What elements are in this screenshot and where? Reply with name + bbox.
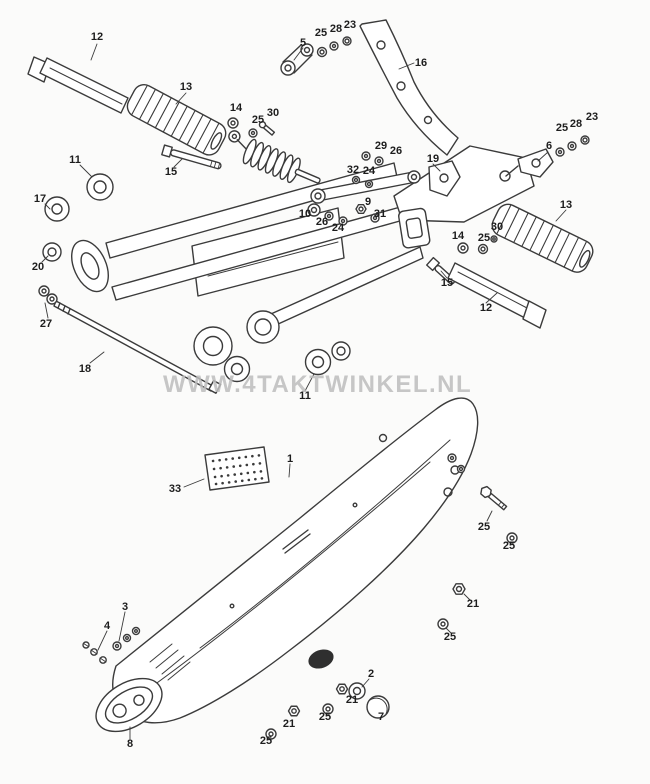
bracket-6 <box>505 148 554 178</box>
part-label-30-28: 30 <box>490 221 504 233</box>
grommet-2 <box>348 682 366 700</box>
washer-cluster-lower <box>307 203 380 226</box>
fasteners-3-4 <box>82 626 141 664</box>
pivot-rod <box>53 300 222 394</box>
part-label-26-23: 26 <box>315 216 329 228</box>
part-label-25-29: 25 <box>477 232 491 244</box>
washers-32-24 <box>351 175 374 189</box>
part-label-21-43: 21 <box>466 598 480 610</box>
part-label-25-8: 25 <box>251 114 265 126</box>
washers-right-trio <box>555 135 590 157</box>
linkage-arm <box>310 170 421 204</box>
link-lever-5 <box>280 43 314 76</box>
part-label-15-32: 15 <box>440 277 454 289</box>
footpeg-rubber-right <box>491 203 594 273</box>
part-label-33-38: 33 <box>168 483 182 495</box>
part-label-25-18: 25 <box>555 122 569 134</box>
shock-spring <box>228 130 321 184</box>
chain-guard <box>112 397 479 724</box>
part-label-25-2: 25 <box>314 27 328 39</box>
chain-adjuster <box>398 207 431 249</box>
part-label-20-31: 20 <box>31 261 45 273</box>
part-label-19-16: 19 <box>426 153 440 165</box>
part-label-28-19: 28 <box>569 118 583 130</box>
guard-end-cap-8 <box>95 677 163 733</box>
part-label-31-26: 31 <box>373 208 387 220</box>
part-label-7-50: 7 <box>377 711 385 723</box>
part-label-17-21: 17 <box>33 193 47 205</box>
part-label-9-25: 9 <box>364 196 372 208</box>
part-label-25-47: 25 <box>318 711 332 723</box>
part-label-24-15: 24 <box>362 165 376 177</box>
part-label-14-7: 14 <box>229 102 243 114</box>
part-label-32-14: 32 <box>346 164 360 176</box>
part-label-21-46: 21 <box>345 694 359 706</box>
leader-lines <box>41 43 567 740</box>
bracket-19 <box>428 160 461 197</box>
washer-14-left <box>227 117 239 129</box>
part-label-14-30: 14 <box>451 230 465 242</box>
washer-25-right <box>506 532 518 544</box>
part-label-2-45: 2 <box>367 668 375 680</box>
part-label-18-35: 18 <box>78 363 92 375</box>
part-label-25-49: 25 <box>259 735 273 747</box>
fasteners-30-25-right <box>477 235 498 255</box>
part-label-27-33: 27 <box>39 318 53 330</box>
part-label-10-22: 10 <box>298 208 312 220</box>
part-label-24-24: 24 <box>331 222 345 234</box>
washer-25-mid <box>437 618 449 630</box>
part-label-21-48: 21 <box>282 718 296 730</box>
part-label-23-20: 23 <box>585 111 599 123</box>
part-label-30-9: 30 <box>266 107 280 119</box>
bolt-25-top-right <box>480 485 508 511</box>
part-label-11-36: 11 <box>299 390 311 402</box>
sticker-33 <box>204 446 270 491</box>
washer-14-right <box>457 242 469 254</box>
part-label-11-10: 11 <box>69 154 81 166</box>
bushings-bottom <box>223 341 351 383</box>
swingarm <box>71 145 535 366</box>
washers-top-trio <box>316 36 352 58</box>
part-label-29-12: 29 <box>374 140 388 152</box>
fasteners-25-30-left <box>248 121 276 138</box>
part-label-28-3: 28 <box>329 23 343 35</box>
part-label-1-37: 1 <box>286 453 294 465</box>
washer-25-b <box>265 728 277 740</box>
pin-15-left <box>161 144 222 170</box>
part-label-6-17: 6 <box>545 140 553 152</box>
washer-25-a <box>322 703 334 715</box>
footpeg-bar-left <box>27 56 129 114</box>
part-label-25-41: 25 <box>477 521 491 533</box>
rubber-cap-7 <box>366 695 390 719</box>
washers-29-26 <box>361 151 384 166</box>
part-label-12-0: 12 <box>90 31 104 43</box>
part-label-25-42: 25 <box>502 540 516 552</box>
bolt-21-upper <box>452 583 466 595</box>
part-label-13-6: 13 <box>179 81 193 93</box>
part-label-13-27: 13 <box>559 199 573 211</box>
bolt-21-a <box>335 683 349 695</box>
footpeg-rubber-left <box>126 84 227 156</box>
part-label-23-4: 23 <box>343 19 357 31</box>
part-label-16-5: 16 <box>414 57 428 69</box>
part-label-4-40: 4 <box>103 620 111 632</box>
bolt-21-b <box>287 705 301 717</box>
footpeg-bar-right <box>447 262 547 329</box>
part-label-8-51: 8 <box>126 738 134 750</box>
part-label-12-34: 12 <box>479 302 493 314</box>
part-label-25-44: 25 <box>443 631 457 643</box>
part-label-3-39: 3 <box>121 601 129 613</box>
part-label-15-11: 15 <box>164 166 178 178</box>
stay-bracket-16 <box>359 19 459 156</box>
part-label-26-13: 26 <box>389 145 403 157</box>
part-label-5-1: 5 <box>299 37 307 49</box>
